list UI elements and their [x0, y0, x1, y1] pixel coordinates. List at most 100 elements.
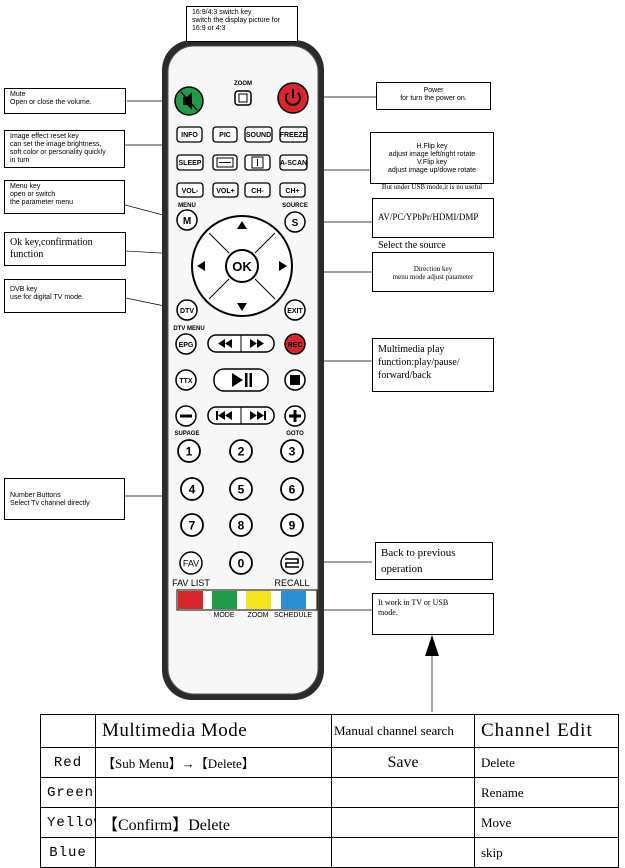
ch-down-label: CH- [251, 188, 264, 195]
green-key-button[interactable] [212, 591, 237, 609]
table-header-row: Multimedia Mode Manual channel search Ch… [40, 714, 619, 748]
number-4-button[interactable] [180, 477, 204, 501]
number-5-label: 5 [238, 483, 245, 497]
callout-mute: Mute Open or close the volume. [4, 88, 126, 114]
number-3-label: 3 [289, 445, 296, 459]
info-button[interactable] [176, 126, 203, 143]
row-color: Blue [40, 837, 96, 868]
fav-list-label: FAV LIST [172, 578, 210, 588]
mute-icon [180, 91, 198, 111]
source-button-label: S [292, 218, 299, 229]
number-1-label: 1 [186, 445, 193, 459]
zoom-label: ZOOM [248, 612, 269, 619]
fav-button[interactable] [179, 551, 203, 575]
ttx-button[interactable] [175, 369, 197, 391]
next-icon [250, 411, 266, 420]
ok-label: OK [232, 259, 252, 274]
v-flip-icon [251, 156, 264, 169]
callout-power: Power for turn the power on. [376, 82, 491, 110]
left-arrow-button[interactable] [197, 261, 205, 271]
pic-button[interactable] [212, 126, 238, 143]
ch-down-button[interactable] [244, 182, 271, 198]
menu-button-label: M [183, 216, 191, 227]
table-row-red: Red 【Sub Menu】→【Delete】 Save Delete [40, 747, 619, 778]
freeze-button[interactable] [279, 126, 308, 143]
source-button[interactable] [284, 211, 306, 233]
callout-direction: Direction key menu mode adjust patameter [372, 252, 494, 292]
header-multimedia-mode: Multimedia Mode [95, 714, 332, 748]
flip-note: But under USB mode,it is no useful [381, 183, 483, 191]
table-row-yellow: Yellow 【Confirm】Delete Move [40, 807, 619, 838]
blue-key-button[interactable] [281, 591, 306, 609]
row-multimedia: 【Sub Menu】→【Delete】 [95, 747, 332, 778]
number-7-button[interactable] [180, 513, 204, 537]
dtv-button[interactable] [176, 299, 198, 321]
previous-icon [216, 411, 232, 420]
flip-text: H.Flip key adjust image left/right rotat… [388, 143, 476, 174]
number-9-button[interactable] [280, 513, 304, 537]
subpage-label: SUPAGE [175, 431, 200, 437]
stop-icon [290, 375, 300, 385]
dtv-button-label: DTV [180, 308, 194, 315]
aspect-switch-button[interactable] [234, 90, 252, 106]
vol-down-button[interactable] [176, 182, 204, 198]
sound-button[interactable] [244, 126, 273, 143]
header-channel-edit: Channel Edit [474, 714, 619, 748]
number-0-button[interactable] [229, 551, 253, 575]
a-scan-button[interactable] [279, 154, 308, 171]
info-label: INFO [181, 132, 198, 139]
sleep-label: SLEEP [179, 160, 202, 167]
row-color: Yellow [40, 807, 96, 838]
number-5-button[interactable] [229, 477, 253, 501]
header-manual-search: Manual channel search [331, 714, 475, 748]
pic-label: PIC [219, 132, 231, 139]
number-6-button[interactable] [280, 477, 304, 501]
down-arrow-button[interactable] [237, 303, 247, 311]
epg-button[interactable] [175, 333, 197, 355]
rec-button[interactable] [284, 333, 306, 355]
fav-button-label: FAV [183, 559, 199, 569]
number-1-button[interactable] [177, 439, 201, 463]
header-blank [40, 714, 96, 748]
rewind-icon [218, 339, 232, 348]
number-6-label: 6 [289, 483, 296, 497]
source-text: AV/PC/YPbPr/HDMI/DMP [378, 212, 479, 222]
up-arrow-button[interactable] [237, 221, 247, 229]
ch-up-button[interactable] [279, 182, 306, 198]
row-manual: Save [331, 747, 475, 778]
exit-button[interactable] [284, 299, 306, 321]
mode-label: MODE [214, 612, 235, 619]
freeze-label: FREEZE [280, 132, 308, 139]
callout-multimedia: Multimedia play function:play/pause/ for… [372, 338, 494, 392]
arrow-up-icon [425, 635, 439, 656]
red-key-button[interactable] [178, 591, 203, 609]
callout-flip: H.Flip key adjust image left/right rotat… [370, 132, 494, 191]
play-pause-icon [232, 373, 252, 387]
number-3-button[interactable] [280, 439, 304, 463]
aspect-icon [238, 93, 248, 103]
a-scan-label: A-SCAN [280, 160, 307, 167]
remote-illustration: ZOOM INFO PIC SOUND FREEZE SLEEP A-SCAN [124, 40, 439, 712]
number-2-button[interactable] [229, 439, 253, 463]
menu-button[interactable] [176, 209, 198, 231]
callout-source: AV/PC/YPbPr/HDMI/DMP Select the source [372, 198, 494, 251]
yellow-key-button[interactable] [246, 591, 271, 609]
rec-button-label: REC [288, 342, 303, 349]
vol-up-label: VOL+ [216, 188, 234, 195]
sleep-button[interactable] [176, 154, 204, 171]
menu-label: MENU [178, 203, 196, 209]
ok-button[interactable] [225, 249, 259, 283]
right-arrow-button[interactable] [279, 261, 287, 271]
row-edit: Delete [474, 747, 619, 778]
plus-icon [289, 410, 301, 422]
schedule-label: SCHEDULE [274, 612, 312, 619]
number-9-label: 9 [289, 519, 296, 533]
number-8-button[interactable] [229, 513, 253, 537]
callout-number: Number Buttons Select Tv channel directl… [4, 478, 125, 520]
number-7-label: 7 [189, 519, 196, 533]
ttx-button-label: TTX [179, 378, 193, 385]
vol-up-button[interactable] [212, 182, 239, 198]
dtv-menu-label: DTV MENU [173, 326, 204, 332]
row-edit: skip [474, 837, 619, 868]
